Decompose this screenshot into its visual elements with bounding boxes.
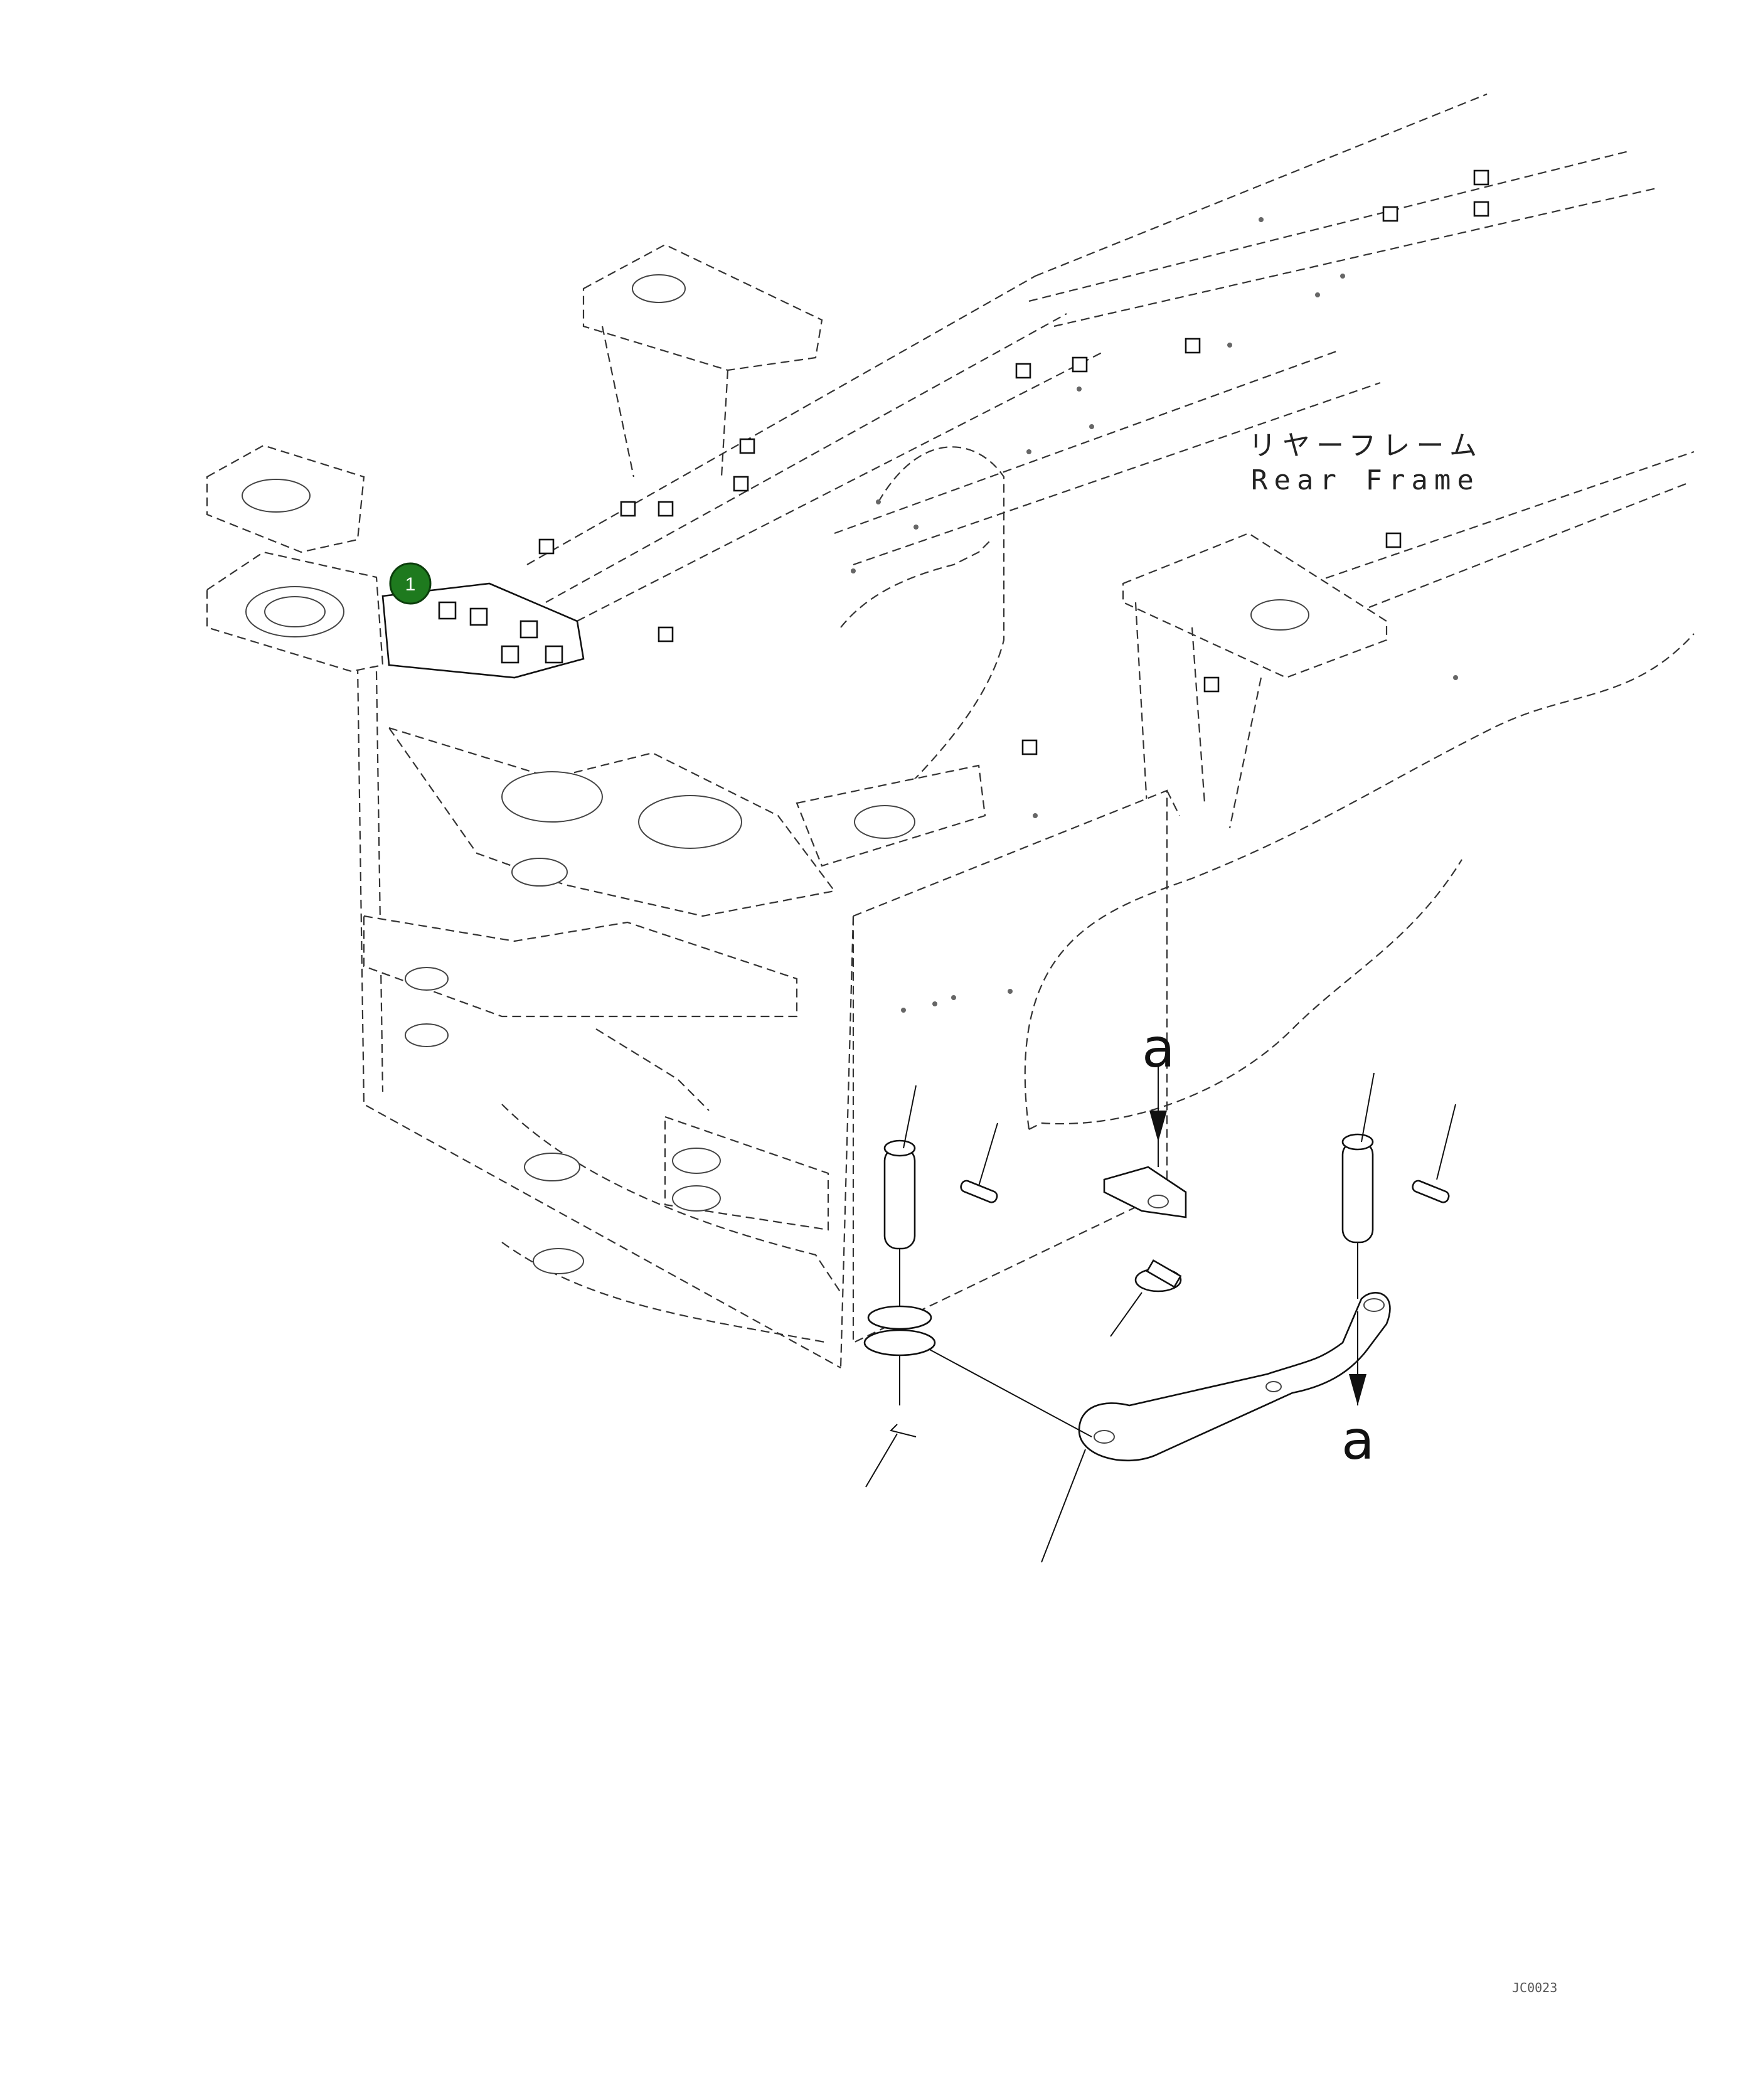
link-plates: [206, 444, 986, 1344]
callout-1-circle[interactable]: [389, 562, 432, 605]
exploded-hardware: [863, 1072, 1456, 1563]
left-mount-plate: [206, 551, 384, 673]
frame-bolts: [538, 169, 1489, 1013]
callout-1[interactable]: 1: [389, 562, 432, 605]
drawing-code: JC0023: [1512, 1980, 1557, 1995]
frame-label-japanese: リヤーフレーム: [1249, 430, 1483, 462]
bolt-plate-assembly: [381, 582, 585, 679]
callout-1-number: 1: [405, 574, 416, 595]
frame-label-english: Rear Frame: [1251, 464, 1480, 496]
reference-letter-top: a: [1142, 1017, 1175, 1080]
reference-arrows: [1149, 1067, 1366, 1405]
reference-letter-bottom: a: [1341, 1409, 1375, 1472]
rear-frame-outline: [356, 93, 1695, 1368]
